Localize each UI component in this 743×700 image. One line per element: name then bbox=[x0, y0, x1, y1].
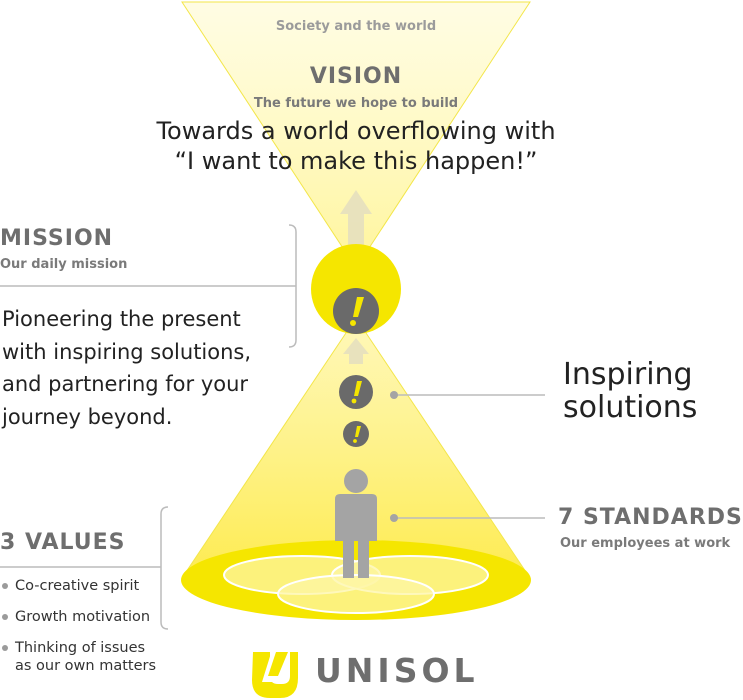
standards-connector-dot bbox=[390, 514, 398, 522]
values-item-line: Thinking of issues bbox=[15, 640, 146, 656]
vision-statement-line: “I want to make this happen!” bbox=[174, 147, 538, 175]
society-label: Society and the world bbox=[275, 19, 437, 34]
mission-subheading: Our daily mission bbox=[0, 257, 128, 272]
values-item: Thinking of issues as our own matters bbox=[2, 639, 156, 675]
exclamation-icon bbox=[343, 421, 369, 447]
inspiring-line: Inspiring bbox=[563, 357, 693, 392]
values-heading: 3 VALUES bbox=[0, 530, 126, 555]
vision-statement: Towards a world overflowing with “I want… bbox=[0, 116, 712, 176]
mission-heading: MISSION bbox=[0, 226, 114, 251]
brand-name: UNISOL bbox=[315, 651, 479, 690]
values-item-line: Growth motivation bbox=[15, 609, 151, 625]
mission-line: with inspiring solutions, bbox=[2, 339, 252, 364]
values-item-line: Co-creative spirit bbox=[15, 578, 140, 594]
values-item: Co-creative spirit bbox=[2, 577, 156, 595]
vision-beam bbox=[181, 1, 531, 269]
values-item: Growth motivation bbox=[2, 608, 156, 626]
inspiring-connector-dot bbox=[390, 391, 398, 399]
inspiring-line: solutions bbox=[563, 390, 698, 425]
inspiring-solutions-label: Inspiring solutions bbox=[563, 358, 697, 424]
exclamation-icon bbox=[333, 288, 379, 334]
upward-arrow-icon bbox=[340, 190, 372, 248]
mission-line: Pioneering the present bbox=[2, 307, 241, 331]
values-bracket bbox=[160, 506, 169, 630]
person-icon bbox=[335, 469, 377, 578]
vision-statement-line: Towards a world overflowing with bbox=[156, 117, 556, 145]
values-item-line: as our own matters bbox=[15, 658, 157, 674]
mission-line: and partnering for your bbox=[2, 372, 249, 396]
mission-statement: Pioneering the present with inspiring so… bbox=[2, 303, 282, 433]
exclamation-icon bbox=[339, 375, 373, 409]
values-list: Co-creative spirit Growth motivation Thi… bbox=[2, 577, 156, 688]
upward-arrow-lower-icon bbox=[343, 338, 369, 364]
vision-subheading: The future we hope to build bbox=[253, 96, 459, 111]
logo-mark-icon bbox=[252, 650, 298, 698]
standards-heading: 7 STANDARDS bbox=[558, 505, 743, 530]
diagram-canvas bbox=[0, 1, 545, 698]
standards-subheading: Our employees at work bbox=[560, 536, 731, 551]
base-inner-ring-bottom bbox=[277, 574, 435, 614]
mission-line: journey beyond. bbox=[2, 404, 173, 429]
vision-heading: VISION bbox=[309, 64, 403, 89]
